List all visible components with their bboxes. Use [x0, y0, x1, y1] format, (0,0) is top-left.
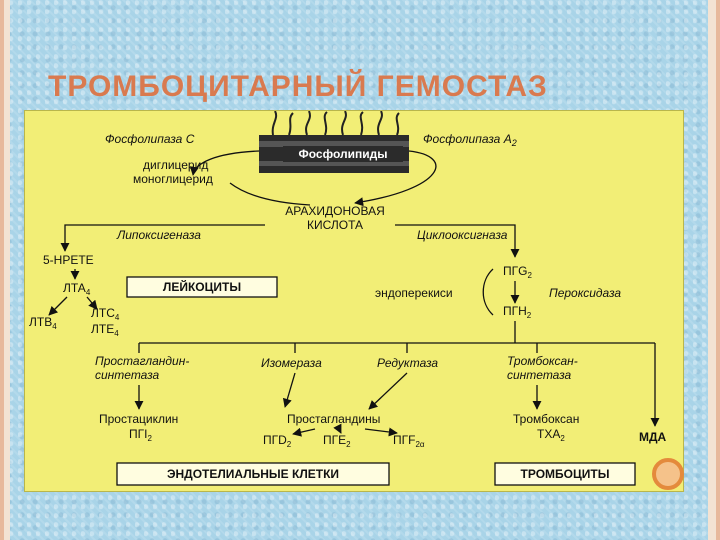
prostaglandins-label: Простагландины: [287, 412, 380, 426]
leukocytes-box: [126, 276, 278, 298]
arachidonic-acid-line1: АРАХИДОНОВАЯ: [285, 204, 385, 218]
decorative-circle: [652, 458, 684, 490]
reductase-label: Редуктаза: [377, 356, 438, 370]
platelets-label: ТРОМБОЦИТЫ: [521, 467, 610, 481]
endothelial-cells-box: [116, 462, 390, 486]
mda-label: МДА: [639, 430, 667, 444]
arachidonic-acid-line2: КИСЛОТА: [307, 218, 363, 232]
right-border: [708, 0, 720, 540]
pgi2-label: ПГI2: [129, 427, 152, 443]
peroxidase-label: Пероксидаза: [549, 286, 621, 300]
lta4-label: ЛТА4: [63, 281, 91, 297]
leukocytes-label: ЛЕЙКОЦИТЫ: [163, 279, 241, 294]
txa2-label: ТХА2: [537, 427, 565, 443]
endothelial-cells-label: ЭНДОТЕЛИАЛЬНЫЕ КЛЕТКИ: [167, 467, 339, 481]
phospholipase-a2-label: Фосфолипаза А2: [423, 132, 517, 148]
ltb4-label: ЛТВ4: [29, 315, 57, 331]
lte4-label: ЛТЕ4: [91, 322, 119, 338]
cyclooxygenase-label: Циклооксигназа: [417, 228, 508, 242]
platelets-box: [494, 462, 636, 486]
prostacyclin-label: Простациклин: [99, 412, 178, 426]
membrane-illustration: [259, 111, 409, 173]
diglyceride-label: диглицерид: [143, 158, 208, 172]
pg-synthetase-line1: Простагландин-: [95, 354, 189, 368]
diagram-panel: Фосфолипиды Фосфолипаза С Фосфолипаза А2…: [24, 110, 684, 492]
pathway-diagram: Фосфолипиды Фосфолипаза С Фосфолипаза А2…: [29, 111, 667, 486]
hpete-label: 5-НРЕТЕ: [43, 253, 94, 267]
tx-synthetase-line1: Тромбоксан-: [507, 354, 578, 368]
lipoxygenase-label: Липоксигеназа: [116, 228, 201, 242]
endoperoxides-label: эндоперекиси: [375, 286, 453, 300]
pgh2-label: ПГН2: [503, 304, 532, 320]
thromboxane-label: Тромбоксан: [513, 412, 579, 426]
left-border: [0, 0, 10, 540]
phospholipids-label: Фосфолипиды: [299, 147, 388, 161]
pge2-label: ПГЕ2: [323, 433, 351, 449]
monoglyceride-label: моноглицерид: [133, 172, 213, 186]
pg-synthetase-line2: синтетаза: [95, 368, 160, 382]
pgg2-label: ПГG2: [503, 264, 532, 280]
slide-title: ТРОМБОЦИТАРНЫЙ ГЕМОСТАЗ: [48, 70, 548, 103]
tx-synthetase-line2: синтетаза: [507, 368, 572, 382]
isomerase-label: Изомераза: [261, 356, 322, 370]
phospholipase-c-label: Фосфолипаза С: [105, 132, 195, 146]
pgd2-label: ПГD2: [263, 433, 292, 449]
pgf2a-label: ПГF2α: [393, 433, 425, 449]
ltc4-label: ЛТС4: [91, 306, 120, 322]
